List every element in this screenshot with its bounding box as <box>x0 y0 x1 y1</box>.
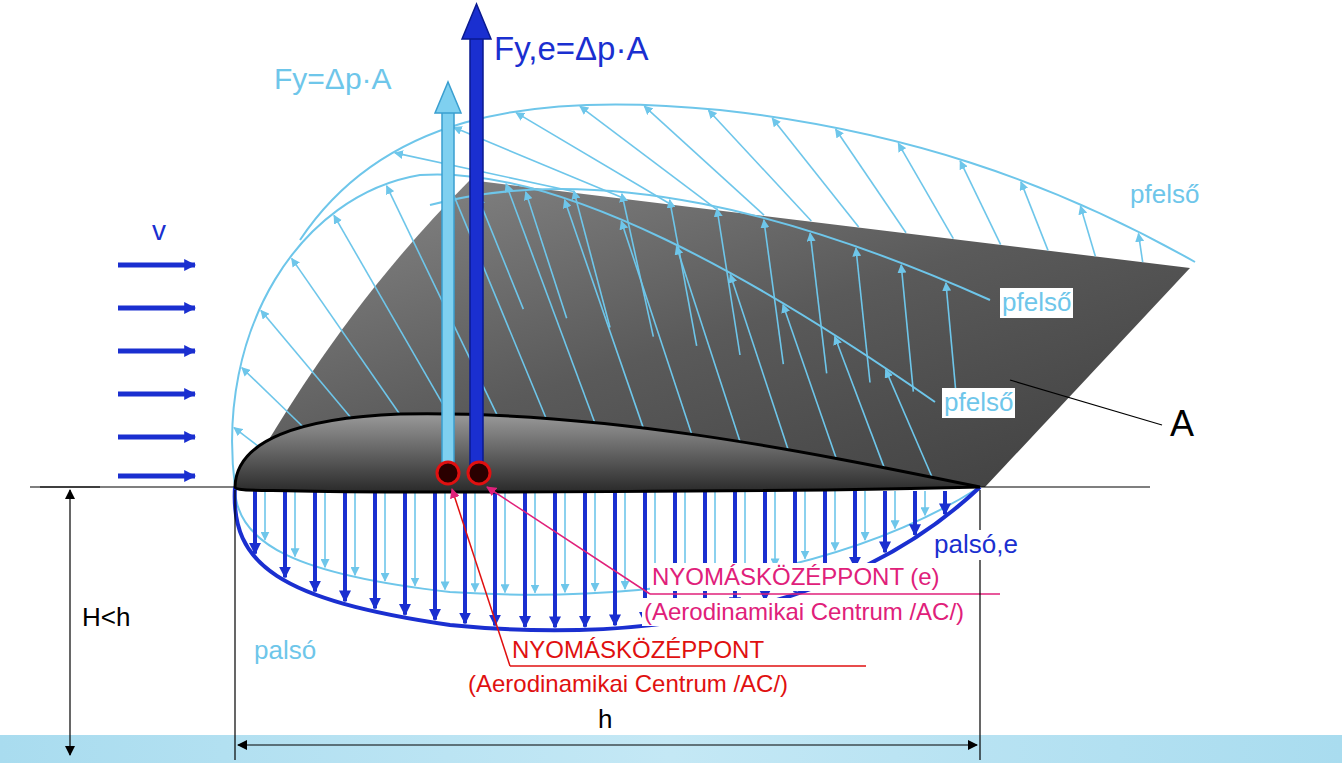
pressure-arrow <box>313 491 317 592</box>
pressure-arrow <box>834 491 836 550</box>
pressure-arrow <box>242 368 303 427</box>
pressure-arrow <box>644 106 764 215</box>
pressure-arrow <box>764 220 783 364</box>
pressure-arrow <box>804 491 806 559</box>
lift-arrow <box>435 82 461 472</box>
pressure-arrow <box>343 491 347 601</box>
pressure-arrow <box>261 310 351 417</box>
pressure-arrow <box>234 428 258 447</box>
pressure-arrow <box>583 491 587 627</box>
pressure-arrow <box>474 491 476 591</box>
upper-pressure-envelope <box>300 104 1195 262</box>
pressure-arrow <box>334 215 448 414</box>
pressure-arrow <box>553 491 557 627</box>
pressure-arrow <box>924 491 926 515</box>
pressure-arrow <box>853 491 857 568</box>
pressure-arrow <box>886 370 932 478</box>
pressure-arrow <box>836 129 906 233</box>
pressure-arrow <box>574 191 610 328</box>
pressure-arrow <box>1080 206 1095 256</box>
pressure-arrow <box>717 209 740 355</box>
pressure-arrow <box>613 491 617 625</box>
pressure-arrow <box>708 110 811 221</box>
pressure-arrow <box>703 491 707 614</box>
lift-arrow-ground-effect <box>462 4 491 472</box>
pressure-arrow <box>526 192 567 318</box>
pressure-arrow <box>292 258 400 414</box>
pressure-arrow <box>943 491 947 514</box>
pressure-arrow <box>810 233 826 373</box>
pressure-arrow <box>730 275 788 450</box>
pressure-arrow <box>395 153 575 192</box>
pressure-arrow <box>414 491 416 586</box>
area-label: A <box>1168 403 1196 444</box>
pressure-arrow <box>835 336 884 467</box>
pressure-arrow <box>901 265 913 392</box>
airfoil-profile <box>235 414 980 492</box>
pressure-arrow <box>624 491 626 589</box>
pressure-arrow <box>1021 182 1048 251</box>
flow-arrows <box>118 265 195 476</box>
pressure-arrow <box>253 491 257 554</box>
pressure-arrow <box>772 118 858 227</box>
pressure-centre-note: (Aerodinamikai Centrum /AC/) <box>642 598 966 626</box>
pressure-centre-dot <box>437 462 459 484</box>
pressure-label: palsó,e <box>932 530 1020 560</box>
pressure-arrow <box>444 491 446 589</box>
pressure-arrow <box>894 491 896 528</box>
pressure-arrow <box>324 491 326 567</box>
force-label: Fy,e=Δp·A <box>492 30 650 68</box>
pressure-arrow <box>744 491 746 573</box>
pressure-arrow <box>580 106 717 209</box>
dimension-lines <box>40 487 980 760</box>
pressure-arrow <box>864 491 866 540</box>
pressure-centre-dot <box>468 462 490 484</box>
pressure-arrow <box>913 491 917 535</box>
velocity-label: v <box>150 215 168 247</box>
pressure-arrow <box>433 491 437 620</box>
pressure-arrow <box>856 248 870 382</box>
pressure-arrow <box>478 197 523 309</box>
pressure-arrow <box>354 491 356 575</box>
pressure-label: pfelső <box>1128 180 1201 210</box>
pressure-arrow <box>960 161 1000 245</box>
pressure-arrow <box>594 491 596 591</box>
pressure-arrow <box>264 491 266 540</box>
pressure-arrow <box>534 491 536 593</box>
pressure-arrow <box>294 491 296 556</box>
force-label: Fy=Δp·A <box>272 62 394 97</box>
pressure-arrow <box>898 143 953 238</box>
pressure-label: palsó <box>252 636 318 666</box>
pressure-arrow <box>504 491 506 592</box>
pressure-arrow <box>621 221 691 434</box>
pressure-arrow <box>564 491 566 592</box>
dimension-label: H<h <box>80 603 132 633</box>
pressure-arrow <box>622 194 653 337</box>
pressure-label: pfelső <box>942 388 1015 418</box>
pressure-arrow <box>946 283 957 401</box>
pressure-arrow <box>463 491 467 623</box>
leader-lines <box>452 380 1162 666</box>
pressure-label: pfelső <box>1000 288 1073 318</box>
pressure-arrow <box>446 176 546 418</box>
pressure-centre-note: (Aerodinamikai Centrum /AC/) <box>466 670 790 698</box>
water-band <box>0 735 1342 763</box>
pressure-centre-label: NYOMÁSKÖZÉPPONT <box>510 636 766 664</box>
pressure-arrow <box>403 491 407 615</box>
pressure-arrow <box>883 491 887 552</box>
lower-pressure-envelope-ground <box>235 487 980 630</box>
pressure-arrow <box>774 491 776 566</box>
dimension-label: h <box>596 705 614 735</box>
pressure-arrow <box>373 491 377 608</box>
pressure-arrow <box>670 200 697 346</box>
pressure-arrow <box>783 305 836 459</box>
pressure-arrow <box>283 491 287 577</box>
pressure-arrow <box>493 491 497 626</box>
pressure-centre-label: NYOMÁSKÖZÉPPONT (e) <box>650 563 942 591</box>
pressure-arrow <box>1138 234 1142 262</box>
pressure-arrow <box>516 113 669 204</box>
pressure-arrow <box>384 491 386 581</box>
